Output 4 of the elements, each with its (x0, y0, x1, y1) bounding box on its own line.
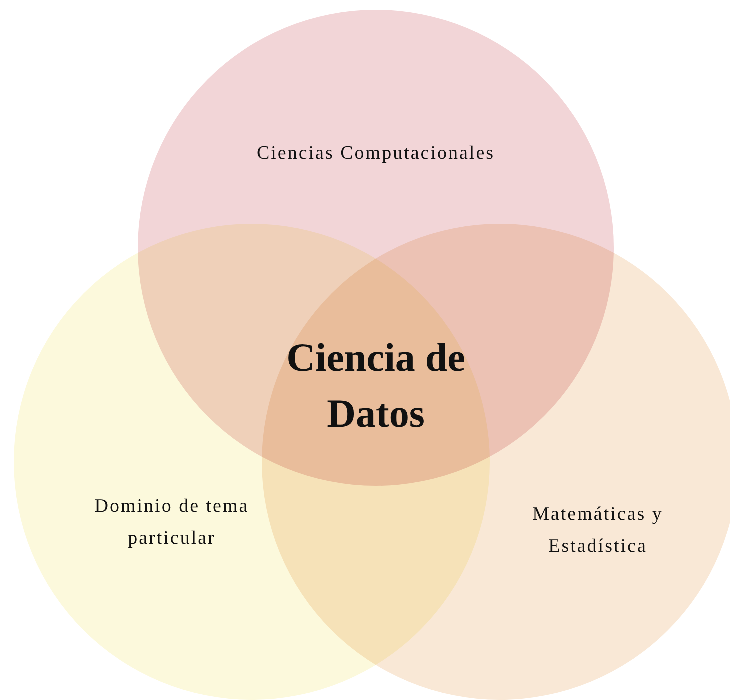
circle-label: Dominio de tema particular (94, 495, 250, 551)
center-title: Ciencia de Datos (286, 334, 466, 438)
circle-label: Ciencias Computacionales (256, 142, 496, 166)
circle-label: Matemáticas y Estadística (532, 503, 664, 559)
